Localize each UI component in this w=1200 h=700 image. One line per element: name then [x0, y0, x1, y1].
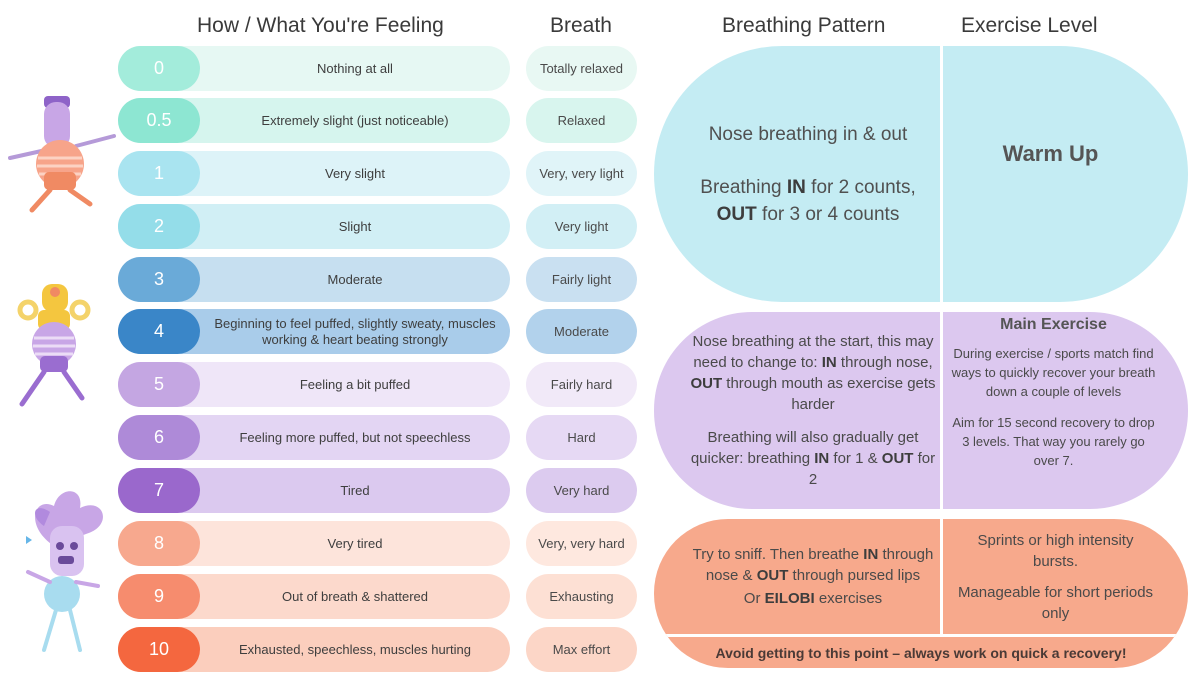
- breath-label: Very hard: [526, 468, 637, 513]
- scale-number: 0.5: [118, 98, 200, 143]
- main-level-p1: During exercise / sports match find ways…: [951, 346, 1156, 399]
- warmup-pattern: Nose breathing in & out Breathing IN for…: [654, 46, 942, 302]
- header-breathing-pattern: Breathing Pattern: [722, 14, 886, 37]
- header-exercise-level: Exercise Level: [961, 14, 1098, 37]
- main-level: Main Exercise During exercise / sports m…: [943, 312, 1188, 509]
- breath-label: Moderate: [526, 309, 637, 354]
- main-exercise-panel: Nose breathing at the start, this may ne…: [654, 312, 1188, 509]
- scale-row: 1 Very slight: [118, 151, 510, 196]
- high-pattern-p2: Or EILOBI exercises: [743, 590, 883, 607]
- scale-number: 10: [118, 627, 200, 672]
- feeling-description: Moderate: [327, 271, 383, 287]
- exhausted-character-illustration: [26, 491, 103, 652]
- scale-number: 2: [118, 204, 200, 249]
- breath-label: Totally relaxed: [526, 46, 637, 91]
- warmup-pattern-line2: Breathing IN for 2 counts,: [700, 176, 916, 198]
- header-breath: Breath: [550, 14, 612, 37]
- scale-row: 7 Tired: [118, 468, 510, 513]
- feeling-description: Feeling more puffed, but not speechless: [239, 429, 471, 445]
- main-divider: [940, 312, 943, 509]
- high-level: Sprints or high intensity bursts. Manage…: [943, 519, 1188, 634]
- feeling-description: Extremely slight (just noticeable): [261, 112, 449, 128]
- high-footer-warning: Avoid getting to this point – always wor…: [715, 644, 1127, 661]
- feeling-description: Beginning to feel puffed, slightly sweat…: [214, 315, 496, 347]
- feeling-description: Tired: [340, 482, 370, 498]
- scale-row: 10 Exhausted, speechless, muscles hurting: [118, 627, 510, 672]
- breath-label: Exhausting: [526, 574, 637, 619]
- breath-label: Fairly hard: [526, 362, 637, 407]
- relaxed-character-illustration: [8, 96, 116, 213]
- breath-label: Very, very light: [526, 151, 637, 196]
- header-feeling: How / What You're Feeling: [197, 14, 444, 37]
- scale-row: 3 Moderate: [118, 257, 510, 302]
- high-pattern: Try to sniff. Then breathe IN through no…: [654, 519, 942, 634]
- breath-label: Very light: [526, 204, 637, 249]
- scale-number: 5: [118, 362, 200, 407]
- scale-row: 0.5 Extremely slight (just noticeable): [118, 98, 510, 143]
- high-intensity-panel: Try to sniff. Then breathe IN through no…: [654, 519, 1188, 668]
- high-level-p2: Manageable for short periods only: [957, 583, 1154, 622]
- scale-number: 8: [118, 521, 200, 566]
- feeling-description: Slight: [338, 218, 372, 234]
- feeling-description: Very slight: [325, 165, 385, 181]
- warmup-level: Warm Up: [943, 46, 1188, 302]
- scale-number: 7: [118, 468, 200, 513]
- main-pattern: Nose breathing at the start, this may ne…: [654, 312, 942, 509]
- high-level-p1: Sprints or high intensity bursts.: [977, 531, 1134, 570]
- scale-row: 2 Slight: [118, 204, 510, 249]
- scale-row: 9 Out of breath & shattered: [118, 574, 510, 619]
- scale-number: 9: [118, 574, 200, 619]
- scale-row: 8 Very tired: [118, 521, 510, 566]
- breath-label: Fairly light: [526, 257, 637, 302]
- feeling-description: Exhausted, speechless, muscles hurting: [239, 641, 471, 657]
- scale-row: 5 Feeling a bit puffed: [118, 362, 510, 407]
- scale-row: 6 Feeling more puffed, but not speechless: [118, 415, 510, 460]
- feeling-description: Very tired: [327, 535, 383, 551]
- breath-label: Relaxed: [526, 98, 637, 143]
- warmup-pattern-line1: Nose breathing in & out: [708, 123, 908, 145]
- feeling-description: Nothing at all: [317, 60, 393, 76]
- main-pattern-p1: Nose breathing at the start, this may ne…: [690, 333, 936, 413]
- scale-number: 0: [118, 46, 200, 91]
- warmup-level-title: Warm Up: [1002, 141, 1099, 166]
- main-level-p2: Aim for 15 second recovery to drop 3 lev…: [952, 415, 1155, 468]
- scale-row: 4 Beginning to feel puffed, slightly swea…: [118, 309, 510, 354]
- feeling-description: Feeling a bit puffed: [299, 376, 411, 392]
- warmup-pattern-line3: OUT for 3 or 4 counts: [716, 203, 900, 225]
- breath-label: Very, very hard: [526, 521, 637, 566]
- high-footer-divider: [654, 634, 1188, 637]
- warmup-divider: [940, 46, 943, 302]
- high-pattern-p1: Try to sniff. Then breathe IN through no…: [692, 546, 934, 584]
- breath-label: Hard: [526, 415, 637, 460]
- scale-row: 0 Nothing at all: [118, 46, 510, 91]
- main-pattern-p2: Breathing will also gradually get quicke…: [690, 429, 936, 488]
- feeling-description: Out of breath & shattered: [282, 588, 428, 604]
- scale-number: 6: [118, 415, 200, 460]
- breath-label: Max effort: [526, 627, 637, 672]
- scale-number: 4: [118, 309, 200, 354]
- scale-number: 1: [118, 151, 200, 196]
- working-character-illustration: [17, 284, 91, 407]
- scale-number: 3: [118, 257, 200, 302]
- high-divider: [940, 519, 943, 634]
- main-level-title: Main Exercise: [1000, 316, 1107, 333]
- warmup-panel: Nose breathing in & out Breathing IN for…: [654, 46, 1188, 302]
